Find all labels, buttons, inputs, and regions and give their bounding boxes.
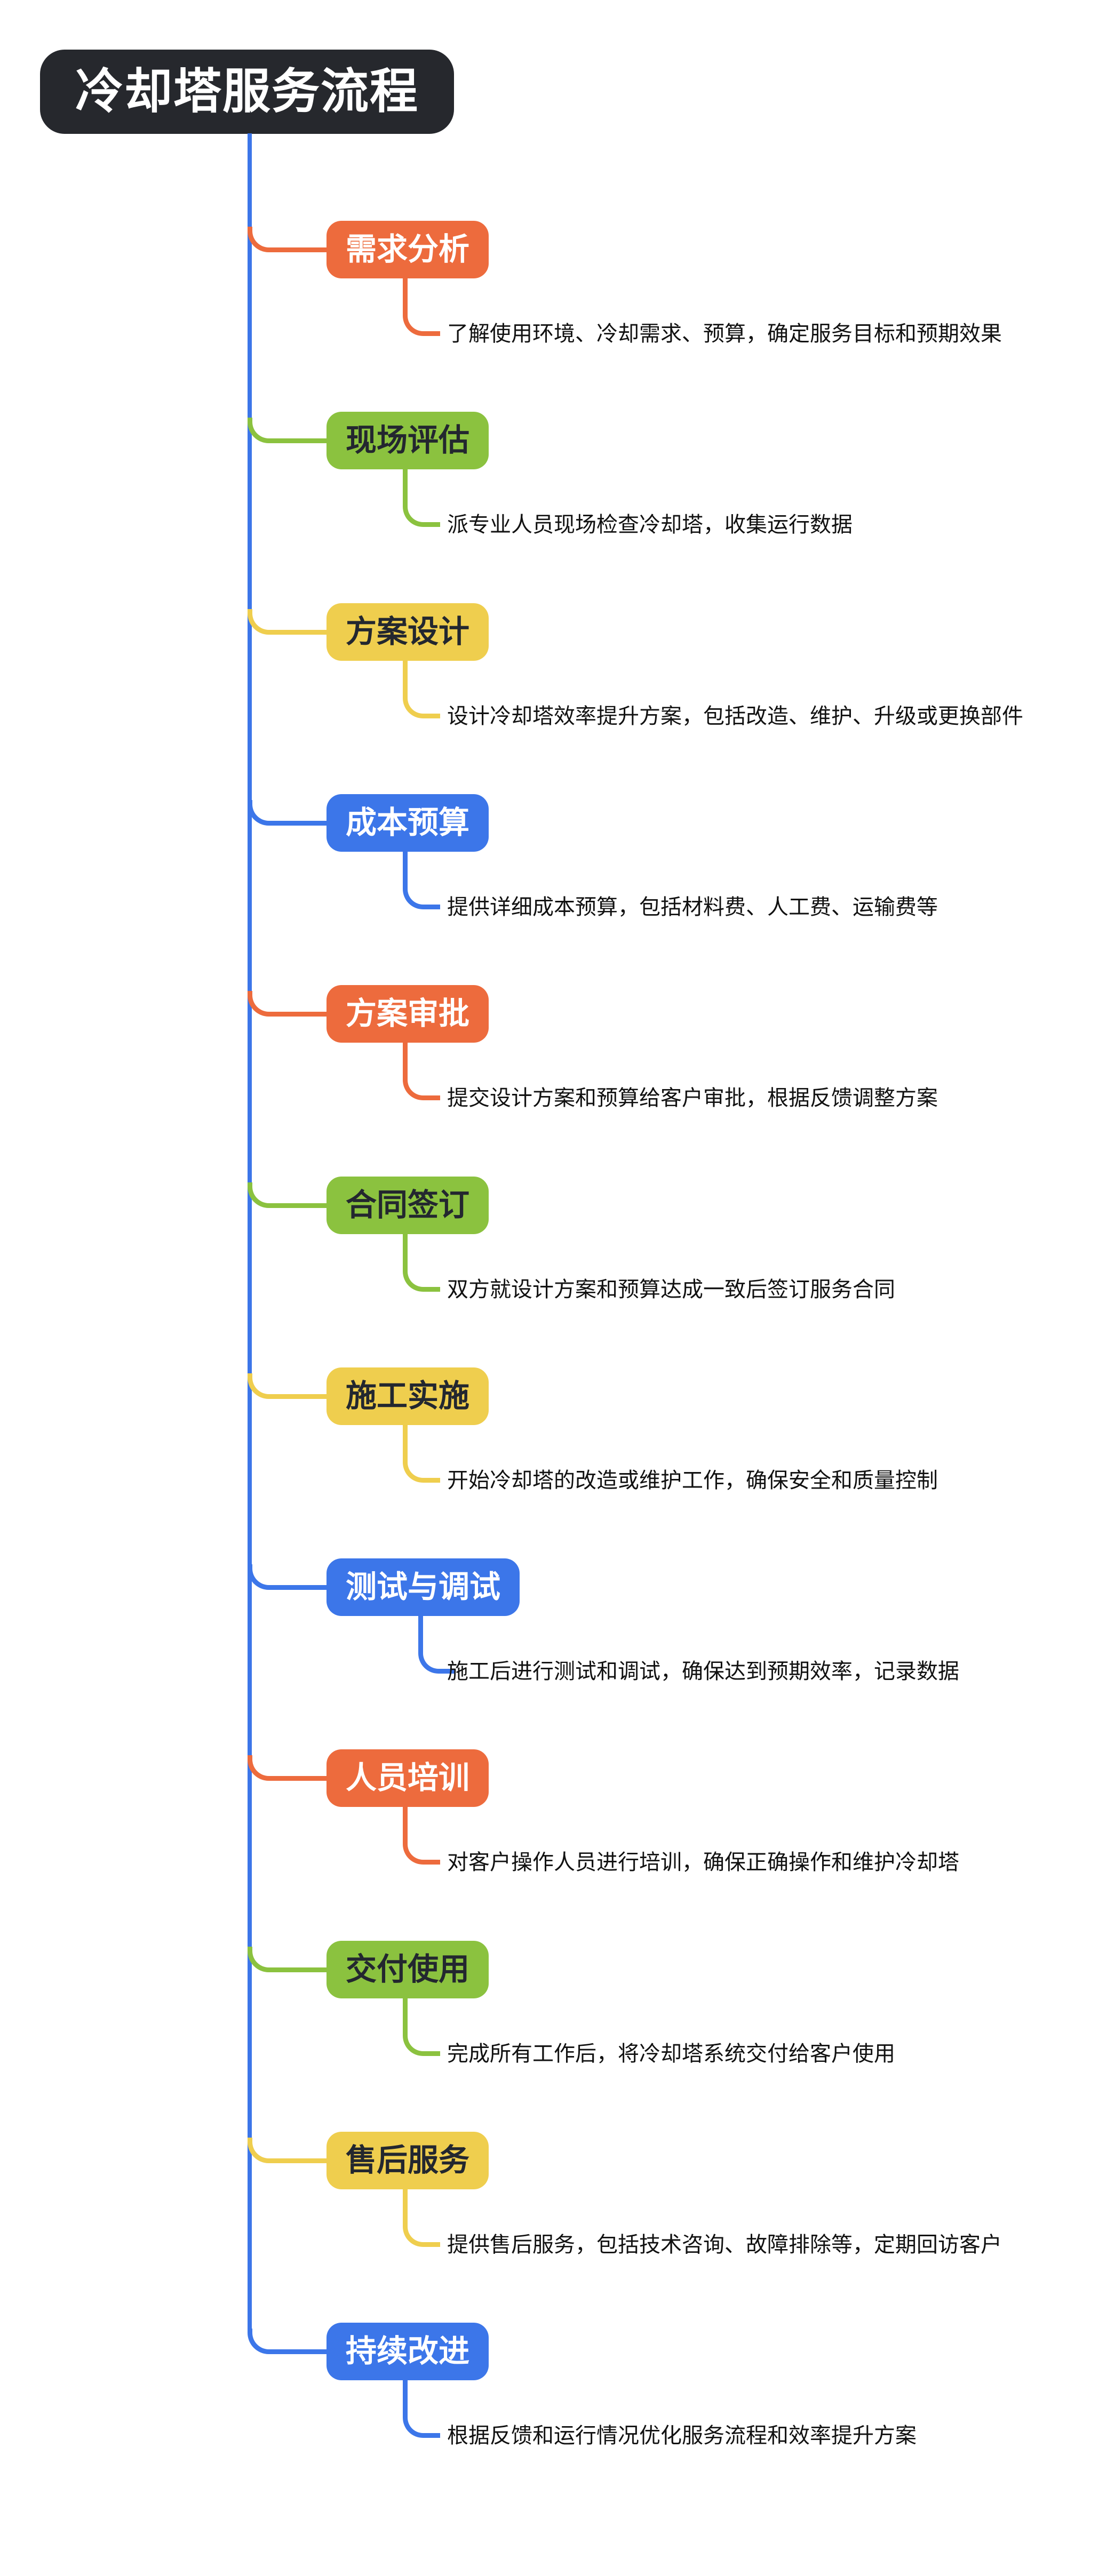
branch-connector (248, 227, 329, 252)
node-topic[interactable]: 现场评估 (326, 412, 489, 469)
node-topic[interactable]: 需求分析 (326, 221, 489, 278)
node-note[interactable]: 施工后进行测试和调试，确保达到预期效率，记录数据 (447, 1660, 959, 1683)
node-topic[interactable]: 成本预算 (326, 794, 489, 852)
branch-connector (248, 800, 329, 826)
note-connector (403, 1423, 440, 1483)
branch-connector (248, 1182, 329, 1208)
note-connector (403, 1996, 440, 2056)
branch-connector (248, 1564, 329, 1590)
branch-connector (248, 2138, 329, 2163)
note-connector (403, 1232, 440, 1292)
node-note[interactable]: 开始冷却塔的改造或维护工作，确保安全和质量控制 (447, 1469, 938, 1492)
node-note[interactable]: 双方就设计方案和预算达成一致后签订服务合同 (447, 1278, 895, 1301)
branch-connector (248, 609, 329, 635)
node-topic[interactable]: 方案设计 (326, 603, 489, 661)
node-note[interactable]: 提交设计方案和预算给客户审批，根据反馈调整方案 (447, 1086, 938, 1110)
note-connector (403, 1041, 440, 1100)
note-connector (403, 2187, 440, 2247)
node-note[interactable]: 对客户操作人员进行培训，确保正确操作和维护冷却塔 (447, 1851, 959, 1874)
note-connector (403, 659, 440, 718)
root-node[interactable]: 冷却塔服务流程 (40, 50, 454, 134)
branch-connector (248, 1755, 329, 1781)
note-connector (403, 467, 440, 527)
node-topic[interactable]: 售后服务 (326, 2132, 489, 2189)
node-note[interactable]: 了解使用环境、冷却需求、预算，确定服务目标和预期效果 (447, 322, 1002, 346)
node-note[interactable]: 设计冷却塔效率提升方案，包括改造、维护、升级或更换部件 (447, 705, 1023, 728)
node-topic[interactable]: 交付使用 (326, 1941, 489, 1998)
node-topic[interactable]: 方案审批 (326, 985, 489, 1043)
node-note[interactable]: 完成所有工作后，将冷却塔系统交付给客户使用 (447, 2042, 895, 2066)
branch-connector (248, 1947, 329, 1972)
node-topic[interactable]: 持续改进 (326, 2323, 489, 2380)
node-note[interactable]: 派专业人员现场检查冷却塔，收集运行数据 (447, 513, 853, 537)
node-note[interactable]: 提供售后服务，包括技术咨询、故障排除等，定期回访客户 (447, 2233, 1002, 2257)
trunk-line (248, 133, 252, 2329)
note-connector (403, 2378, 440, 2438)
note-connector (403, 276, 440, 336)
branch-connector (248, 1373, 329, 1399)
node-note[interactable]: 根据反馈和运行情况优化服务流程和效率提升方案 (447, 2424, 917, 2447)
node-topic[interactable]: 施工实施 (326, 1367, 489, 1425)
branch-connector (248, 991, 329, 1017)
note-connector (418, 1614, 456, 1674)
node-topic[interactable]: 人员培训 (326, 1749, 489, 1807)
note-connector (403, 1805, 440, 1865)
node-note[interactable]: 提供详细成本预算，包括材料费、人工费、运输费等 (447, 895, 938, 919)
branch-connector (248, 2329, 329, 2354)
note-connector (403, 850, 440, 909)
node-topic[interactable]: 合同签订 (326, 1177, 489, 1234)
branch-connector (248, 418, 329, 443)
node-topic[interactable]: 测试与调试 (326, 1558, 520, 1616)
